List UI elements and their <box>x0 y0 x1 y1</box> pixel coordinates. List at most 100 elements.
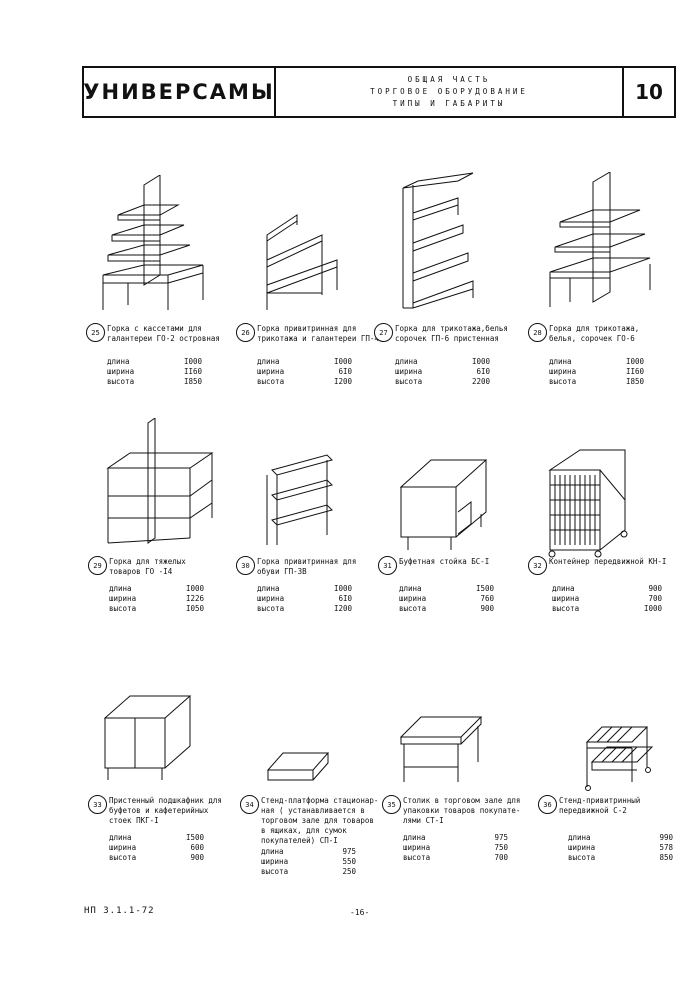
spec-value: 6I0 <box>476 367 490 376</box>
spec-value: 900 <box>480 604 494 613</box>
item-number: 35 <box>382 795 401 814</box>
spec-value: I200 <box>333 377 352 386</box>
spec-value: I500 <box>185 833 204 842</box>
item-caption: Горка с кассетами для галантереи ГО-2 ос… <box>107 324 220 343</box>
spec-label: длина <box>261 847 284 856</box>
spec-value: 900 <box>648 584 662 593</box>
spec-value: I000 <box>643 604 662 613</box>
header-subtitle: ОБЩАЯ ЧАСТЬ ТОРГОВОЕ ОБОРУДОВАНИЕ ТИПЫ И… <box>276 68 622 116</box>
spec-value: I050 <box>185 604 204 613</box>
sketch-34 <box>263 745 333 785</box>
spec-value: 6I0 <box>338 594 352 603</box>
spec-value: II60 <box>625 367 644 376</box>
spec-label: ширина <box>109 843 137 852</box>
spec-value: I000 <box>625 357 644 366</box>
sketch-25 <box>98 175 213 315</box>
item-number: 34 <box>240 795 259 814</box>
spec-label: длина <box>257 357 280 366</box>
sketch-28 <box>545 172 655 312</box>
subtitle-line: ТОРГОВОЕ ОБОРУДОВАНИЕ <box>370 87 528 96</box>
spec-label: высота <box>552 604 580 613</box>
spec-label: ширина <box>399 594 427 603</box>
sketch-29 <box>100 418 215 548</box>
spec-label: длина <box>395 357 418 366</box>
item-number: 31 <box>378 556 397 575</box>
spec-value: 760 <box>480 594 494 603</box>
subtitle-line: ТИПЫ И ГАБАРИТЫ <box>392 99 506 108</box>
item-caption: Стенд-платформа стационар- ная ( устанав… <box>261 796 379 845</box>
item-caption: Контейнер передвижной КН-I <box>549 557 667 566</box>
item-caption: Горка привитринная для обуви ГП-3В <box>257 557 357 576</box>
spec-value: 578 <box>659 843 673 852</box>
spec-value: I500 <box>475 584 494 593</box>
page-number: 10 <box>622 68 674 116</box>
spec-label: высота <box>109 853 137 862</box>
spec-label: высота <box>399 604 427 613</box>
spec-value: I850 <box>625 377 644 386</box>
item-caption: Горка для трикотажа, белья, сорочек ГО-6 <box>549 324 640 343</box>
spec-label: длина <box>109 584 132 593</box>
spec-value: II60 <box>183 367 202 376</box>
item-number: 36 <box>538 795 557 814</box>
spec-label: ширина <box>257 594 285 603</box>
spec-label: длина <box>257 584 280 593</box>
spec-value: I200 <box>333 604 352 613</box>
spec-value: 550 <box>342 857 356 866</box>
item-number: 32 <box>528 556 547 575</box>
spec-label: ширина <box>395 367 423 376</box>
item-caption: Горка для тяжелых товаров ГО -I4 <box>109 557 186 576</box>
item-number: 29 <box>88 556 107 575</box>
spec-value: 900 <box>190 853 204 862</box>
item-caption: Горка привитринная для трикотажа и галан… <box>257 324 379 343</box>
spec-label: высота <box>257 604 285 613</box>
spec-value: 700 <box>648 594 662 603</box>
spec-value: 600 <box>190 843 204 852</box>
item-number: 26 <box>236 323 255 342</box>
spec-value: I850 <box>183 377 202 386</box>
spec-value: I000 <box>183 357 202 366</box>
item-number: 25 <box>86 323 105 342</box>
item-number: 33 <box>88 795 107 814</box>
spec-label: ширина <box>107 367 135 376</box>
spec-label: высота <box>257 377 285 386</box>
spec-value: 700 <box>494 853 508 862</box>
item-number: 28 <box>528 323 547 342</box>
spec-label: высота <box>403 853 431 862</box>
spec-value: 2200 <box>471 377 490 386</box>
sketch-26 <box>262 205 347 315</box>
spec-value: I226 <box>185 594 204 603</box>
spec-label: ширина <box>257 367 285 376</box>
sketch-36 <box>582 712 657 792</box>
sketch-30 <box>262 450 337 550</box>
spec-label: ширина <box>549 367 577 376</box>
item-specs: длина I500 ширина 760 высота 900 <box>399 584 494 614</box>
spec-value: 250 <box>342 867 356 876</box>
spec-label: ширина <box>261 857 289 866</box>
document-code: НП 3.1.1-72 <box>84 906 155 916</box>
spec-value: 750 <box>494 843 508 852</box>
spec-value: I000 <box>333 357 352 366</box>
sketch-33 <box>100 688 195 783</box>
spec-label: ширина <box>568 843 596 852</box>
spec-label: высота <box>109 604 137 613</box>
spec-value: 850 <box>659 853 673 862</box>
item-caption: Буфетная стойка БС-I <box>399 557 490 566</box>
item-number: 30 <box>236 556 255 575</box>
spec-label: длина <box>549 357 572 366</box>
spec-value: 975 <box>494 833 508 842</box>
spec-value: 975 <box>342 847 356 856</box>
page-footer-number: -16- <box>350 908 370 917</box>
spec-value: 990 <box>659 833 673 842</box>
sketch-27 <box>398 163 483 315</box>
spec-label: длина <box>568 833 591 842</box>
sketch-35 <box>396 712 486 787</box>
spec-label: длина <box>399 584 422 593</box>
